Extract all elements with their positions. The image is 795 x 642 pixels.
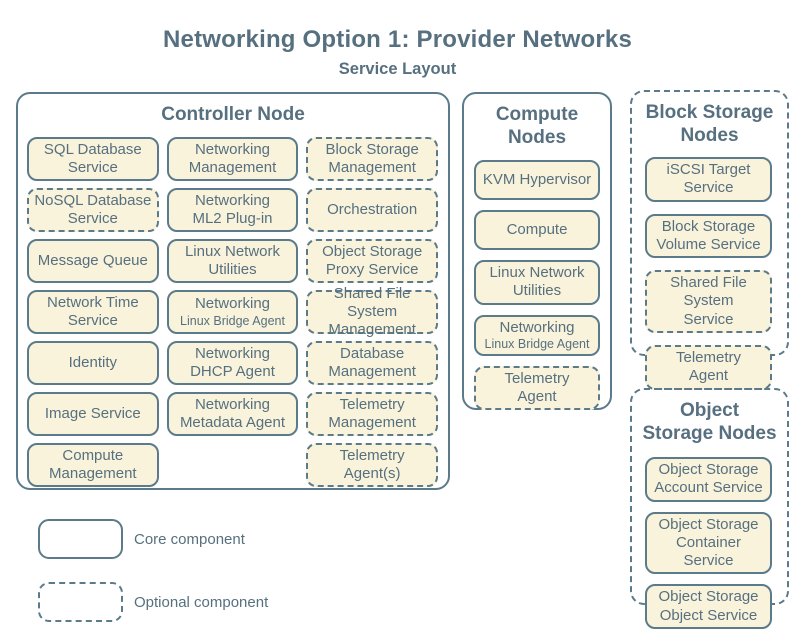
service-network-time-service: Network Time Service bbox=[27, 290, 159, 334]
legend-optional-swatch bbox=[38, 582, 123, 622]
service-nosql-database-service: NoSQL Database Service bbox=[27, 188, 159, 232]
service-label: Orchestration bbox=[327, 200, 418, 218]
service-sublabel: Linux Bridge Agent bbox=[180, 313, 285, 328]
service-telemetry-agent: Telemetry Agent bbox=[645, 345, 772, 390]
service-label: Object Storage Object Service bbox=[658, 588, 759, 624]
service-label: Networking bbox=[194, 295, 270, 313]
service-shared-file-system-management: Shared File System Management bbox=[306, 285, 438, 338]
object-storage-services-stack: Object Storage Account Service Object St… bbox=[645, 457, 772, 630]
service-kvm-hypervisor: KVM Hypervisor bbox=[474, 160, 600, 200]
service-networking-ml2-plugin: Networking ML2 Plug-in bbox=[166, 188, 299, 232]
service-linux-network-utilities: Linux Network Utilities bbox=[474, 260, 600, 305]
object-storage-nodes-group: Object Storage Nodes Object Storage Acco… bbox=[630, 388, 789, 630]
service-label: Linux Network Utilities bbox=[489, 264, 585, 300]
service-telemetry-management: Telemetry Management bbox=[306, 392, 438, 436]
block-storage-nodes-title: Block Storage Nodes bbox=[645, 102, 774, 147]
service-label: Database Management bbox=[328, 344, 416, 380]
controller-services-grid: SQL Database Service Networking Manageme… bbox=[27, 137, 438, 487]
service-object-storage-container-service: Object Storage Container Service bbox=[645, 511, 772, 575]
block-storage-nodes-group: Block Storage Nodes iSCSI Target Service… bbox=[630, 90, 789, 390]
service-object-storage-object-service: Object Storage Object Service bbox=[645, 584, 772, 630]
service-label: SQL Database Service bbox=[43, 140, 142, 176]
service-iscsi-target-service: iSCSI Target Service bbox=[645, 157, 772, 202]
service-label: Compute bbox=[506, 220, 568, 238]
service-label: KVM Hypervisor bbox=[482, 170, 592, 188]
service-label: Shared File System Management bbox=[328, 284, 416, 339]
service-object-storage-account-service: Object Storage Account Service bbox=[645, 457, 772, 502]
service-shared-file-system-service: Shared File System Service bbox=[645, 270, 772, 334]
object-storage-nodes-title: Object Storage Nodes bbox=[642, 400, 777, 445]
service-telemetry-agent: Telemetry Agent bbox=[474, 365, 600, 411]
service-networking-management: Networking Management bbox=[166, 137, 299, 181]
service-compute: Compute bbox=[474, 210, 600, 250]
service-label: Telemetry Agent bbox=[675, 349, 742, 385]
service-database-management: Database Management bbox=[306, 341, 438, 385]
service-image-service: Image Service bbox=[27, 392, 159, 436]
service-label: Message Queue bbox=[37, 251, 148, 269]
service-label: Networking DHCP Agent bbox=[190, 344, 275, 380]
service-label: iSCSI Target Service bbox=[666, 161, 751, 197]
page-title: Networking Option 1: Provider Networks bbox=[162, 26, 632, 53]
service-label: Linux Network Utilities bbox=[184, 242, 281, 278]
service-label: Network Time Service bbox=[46, 293, 139, 329]
service-orchestration: Orchestration bbox=[306, 188, 438, 232]
service-label: Object Storage Container Service bbox=[658, 515, 759, 570]
service-label: Networking ML2 Plug-in bbox=[192, 191, 273, 227]
page-subtitle: Service Layout bbox=[338, 60, 457, 78]
service-linux-network-utilities: Linux Network Utilities bbox=[166, 239, 299, 283]
service-sublabel: Linux Bridge Agent bbox=[484, 336, 590, 351]
service-label: Object Storage Account Service bbox=[654, 461, 763, 497]
service-label: Object Storage Proxy Service bbox=[322, 242, 423, 278]
service-telemetry-agents: Telemetry Agent(s) bbox=[306, 443, 438, 487]
service-label: Networking Metadata Agent bbox=[179, 395, 286, 431]
controller-node-group: Controller Node SQL Database Service Net… bbox=[16, 92, 450, 490]
service-label: Image Service bbox=[44, 404, 141, 422]
legend-optional: Optional component bbox=[38, 582, 268, 622]
compute-nodes-group: Compute Nodes KVM Hypervisor Compute Lin… bbox=[462, 92, 612, 411]
service-label: NoSQL Database Service bbox=[34, 191, 152, 227]
service-label: Telemetry Agent(s) bbox=[339, 446, 405, 482]
service-object-storage-proxy-service: Object Storage Proxy Service bbox=[306, 239, 438, 283]
service-label: Block Storage Management bbox=[325, 140, 419, 176]
service-networking-dhcp-agent: Networking DHCP Agent bbox=[166, 341, 299, 385]
legend-core-swatch bbox=[38, 519, 123, 559]
service-label: Identity bbox=[68, 353, 118, 371]
controller-node-title: Controller Node bbox=[161, 104, 305, 125]
service-label: Telemetry Management bbox=[328, 395, 416, 431]
compute-nodes-title: Compute Nodes bbox=[495, 104, 579, 149]
service-label: Shared File System Service bbox=[670, 274, 747, 328]
service-label: Networking Management bbox=[188, 140, 277, 176]
service-block-storage-management: Block Storage Management bbox=[306, 137, 438, 181]
block-storage-services-stack: iSCSI Target Service Block Storage Volum… bbox=[645, 157, 772, 390]
legend-core-label: Core component bbox=[134, 530, 245, 548]
service-sql-database-service: SQL Database Service bbox=[27, 137, 159, 181]
service-block-storage-volume-service: Block Storage Volume Service bbox=[645, 213, 772, 259]
service-identity: Identity bbox=[27, 341, 159, 385]
service-label: Networking bbox=[499, 318, 575, 336]
service-label: Block Storage Volume Service bbox=[656, 217, 761, 253]
legend-optional-label: Optional component bbox=[134, 593, 269, 611]
service-compute-management: Compute Management bbox=[27, 443, 159, 487]
service-label: Compute Management bbox=[49, 446, 137, 482]
compute-services-stack: KVM Hypervisor Compute Linux Network Uti… bbox=[474, 160, 600, 411]
service-label: Telemetry Agent bbox=[504, 369, 570, 406]
service-networking-metadata-agent: Networking Metadata Agent bbox=[166, 392, 299, 436]
service-message-queue: Message Queue bbox=[27, 239, 159, 283]
legend-core: Core component bbox=[38, 519, 245, 559]
